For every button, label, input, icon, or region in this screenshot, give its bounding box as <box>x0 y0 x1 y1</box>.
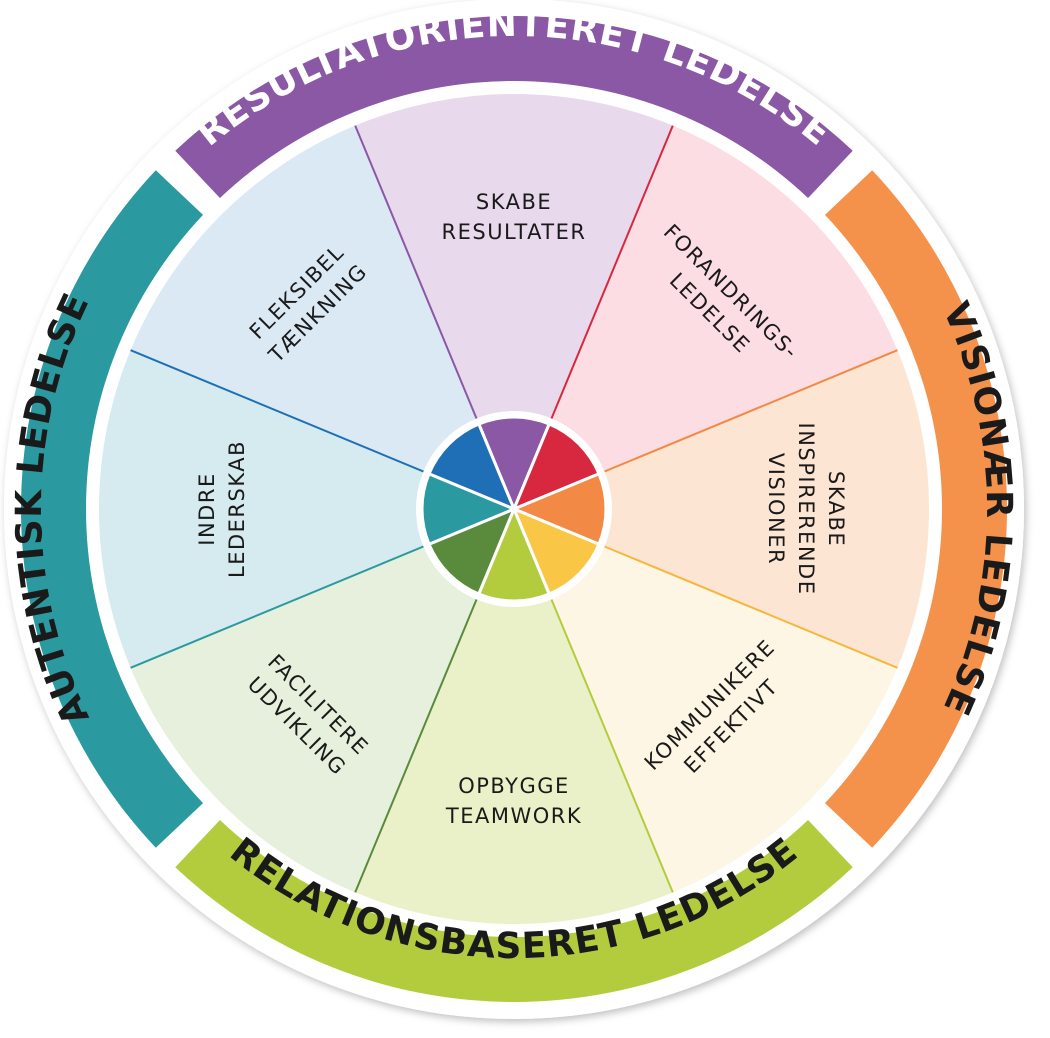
outer-ring-bands <box>20 16 1007 1002</box>
segment-indre-lederskab <box>98 350 514 668</box>
hub-slice-kommunikere-effektivt <box>511 506 601 596</box>
segment-fleksibel-taenkning <box>130 125 514 509</box>
segment-skabe-resultater <box>355 94 673 509</box>
ring-band-top <box>175 16 853 199</box>
segment-label-line: TEAMWORK <box>445 804 582 828</box>
segment-label-line: RESULTATER <box>442 220 587 244</box>
ring-band-left <box>20 170 204 848</box>
segment-kommunikere-effektivt <box>514 509 898 893</box>
hub-slice-skabe-inspirerende-visioner <box>510 471 608 547</box>
segment-label-opbygge-teamwork: OPBYGGE TEAMWORK <box>445 774 582 828</box>
segment-label-line: INDRE <box>195 472 219 545</box>
segment-label-line: SKABE <box>824 471 848 547</box>
hub-slice-opbygge-teamwork <box>476 505 552 603</box>
segment-forandringsledelse <box>514 125 898 509</box>
center-hub <box>416 411 612 607</box>
hub-slice-fleksibel-taenkning <box>427 422 517 512</box>
hub-slice-forandringsledelse <box>511 422 601 512</box>
ring-band-right <box>824 170 1007 848</box>
segment-label-line: SKABE <box>476 190 552 214</box>
hub-slice-facilitere-udvikling <box>427 506 517 596</box>
segment-skabe-inspirerende-visioner <box>514 350 929 668</box>
ring-band-bottom <box>175 819 853 1002</box>
hub-slice-indre-lederskab <box>420 471 518 547</box>
segment-label-line: OPBYGGE <box>458 774 570 798</box>
hub-slice-skabe-resultater <box>476 415 552 513</box>
segment-facilitere-udvikling <box>130 509 514 893</box>
segment-label-line: VISIONER <box>764 453 788 565</box>
segment-opbygge-teamwork <box>355 509 673 924</box>
segment-label-skabe-resultater: SKABE RESULTATER <box>442 190 587 244</box>
segment-label-line: LEDERSKAB <box>225 440 249 578</box>
segment-label-line: INSPIRERENDE <box>794 423 818 596</box>
